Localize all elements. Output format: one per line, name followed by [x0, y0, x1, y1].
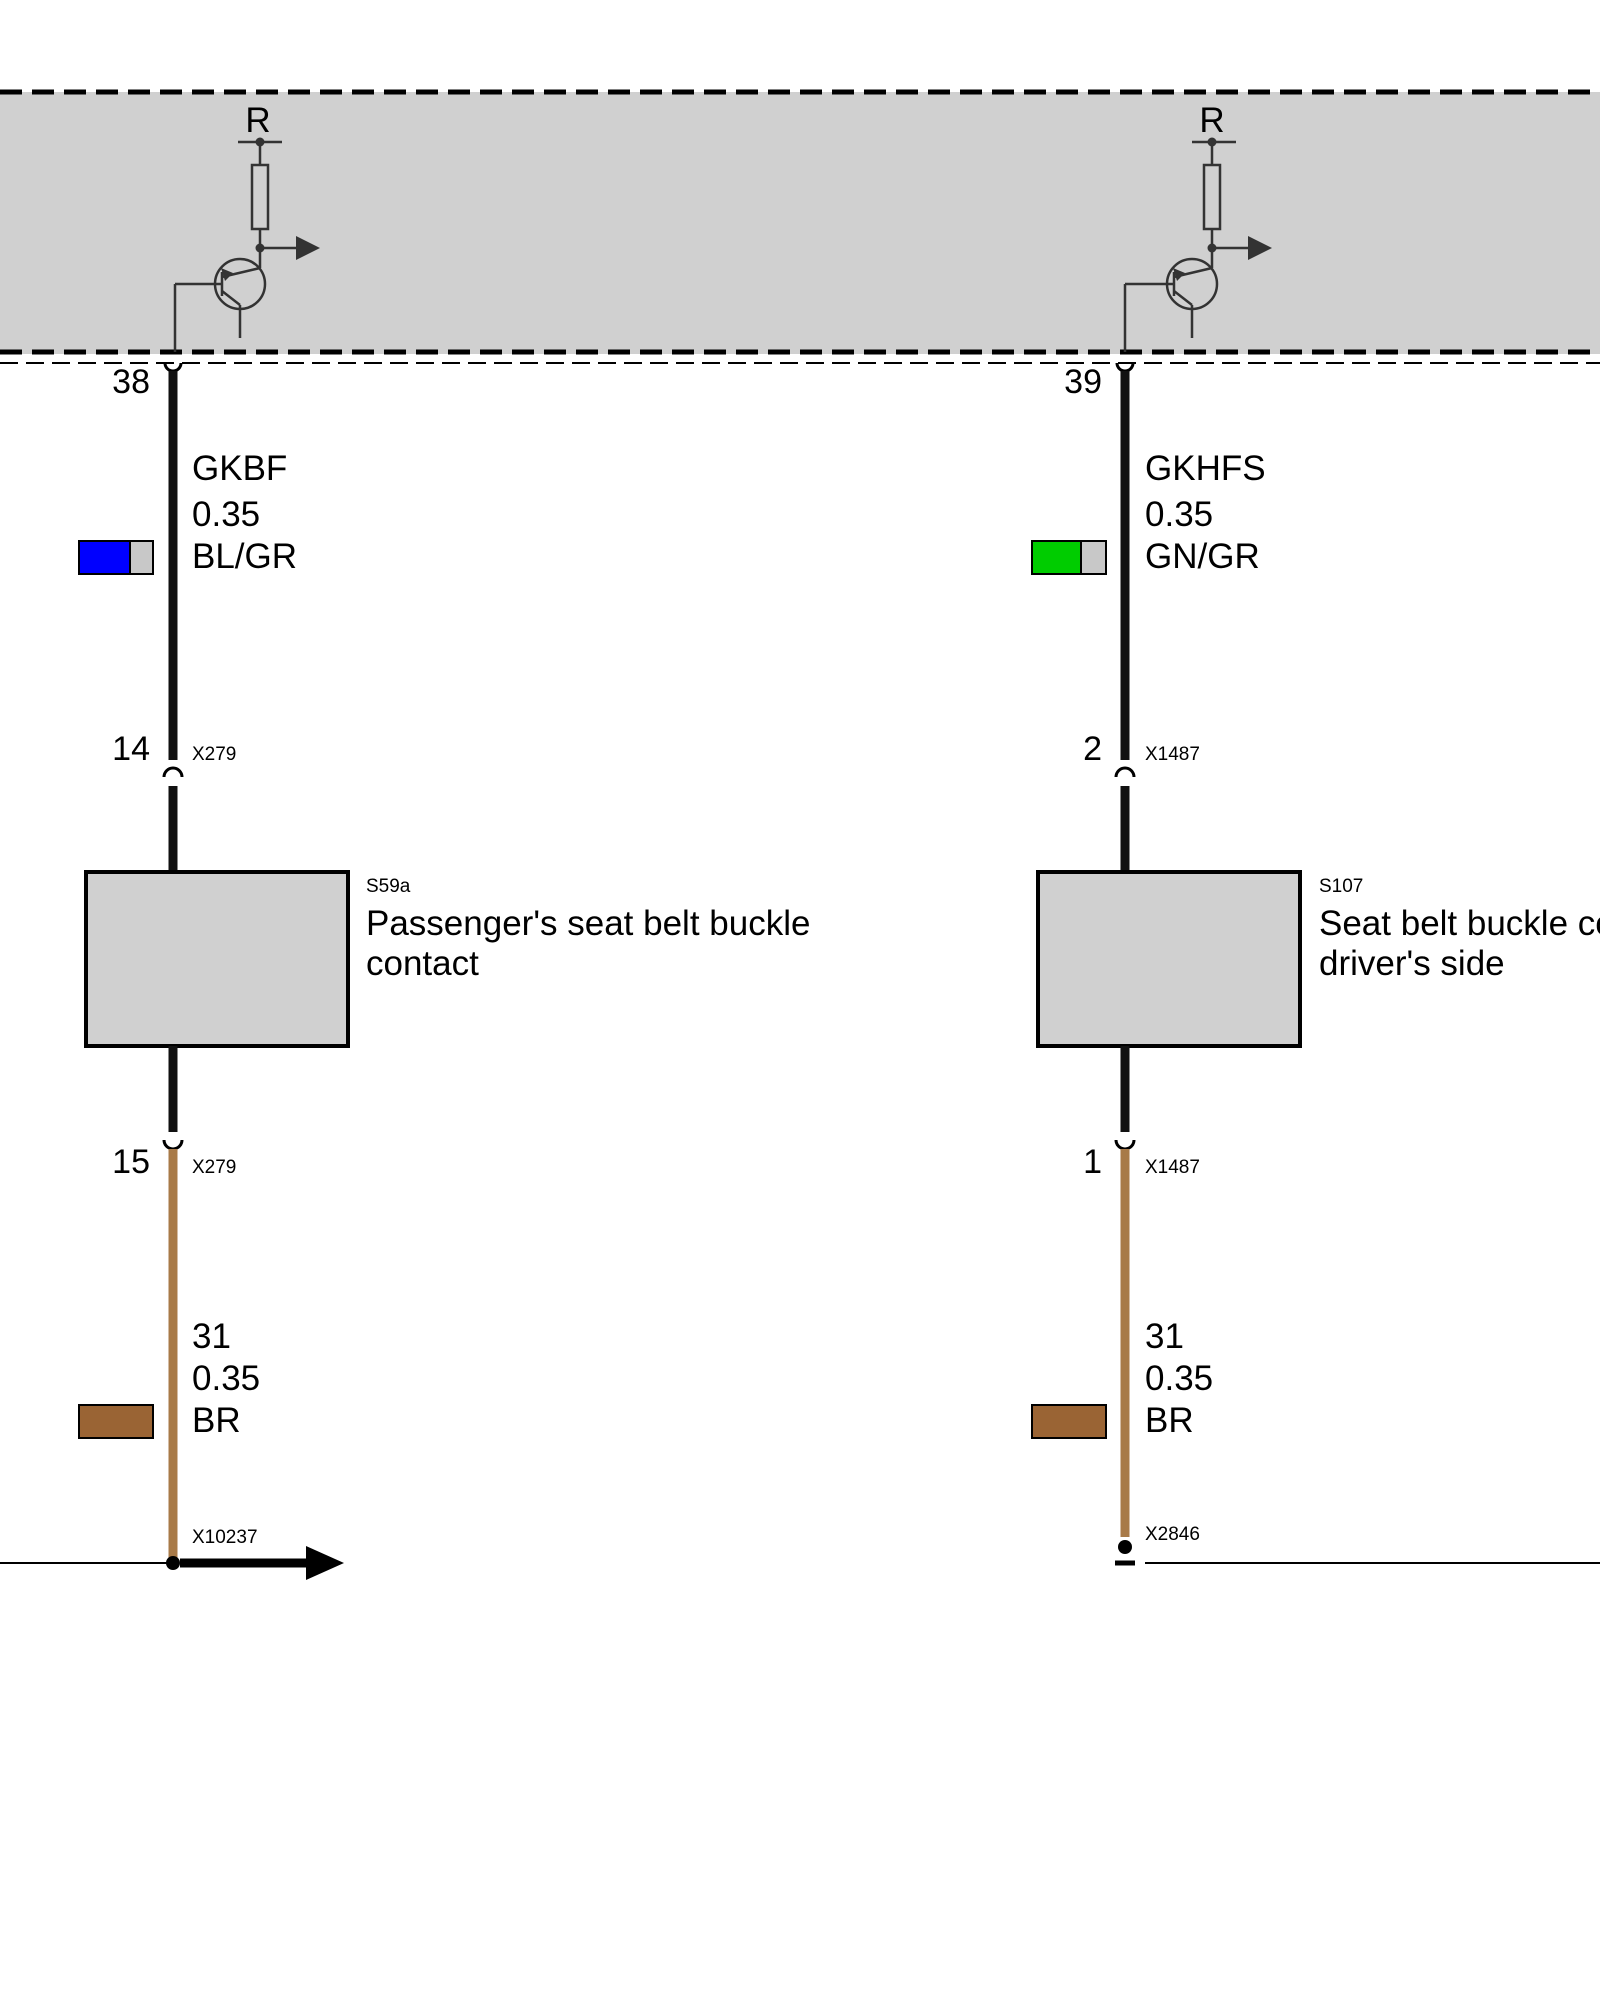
pullup-resistor-icon	[238, 140, 298, 268]
control-unit-pin-38: 38	[112, 363, 150, 401]
wire-name: 31	[1145, 1317, 1184, 1356]
wire-color-code: GN/GR	[1145, 537, 1260, 576]
component-label: Passenger's seat belt buckle	[366, 904, 810, 943]
wire-color-code: BL/GR	[192, 537, 297, 576]
ground-point-name: X2846	[1145, 1524, 1200, 1545]
ground-point-name: X10237	[192, 1527, 258, 1548]
connector-pin: 14	[112, 730, 150, 768]
wire-color-code: BR	[192, 1401, 241, 1440]
wire-color-code: BR	[1145, 1401, 1194, 1440]
ground-node-dot	[1118, 1540, 1132, 1554]
output-node-dot	[255, 243, 265, 253]
component-id: S59a	[366, 876, 411, 897]
connector-pin: 2	[1083, 730, 1102, 768]
connector-name: X279	[192, 1157, 236, 1178]
component-label: contact	[366, 944, 479, 983]
circuit-passenger: GKBF 0.35 BL/GR 14 X279 S59a Passenger's…	[0, 362, 810, 1580]
transistor-emitter-arrow	[1173, 268, 1185, 281]
component-label: Seat belt buckle co	[1319, 904, 1600, 943]
wire-name: 31	[192, 1317, 231, 1356]
component-box[interactable]	[1036, 870, 1302, 1048]
pullup-resistor-icon	[1192, 140, 1250, 268]
component-box[interactable]	[84, 870, 350, 1048]
wire-color-swatch	[78, 1404, 154, 1439]
connector-socket-icon	[162, 1139, 184, 1151]
control-unit-pin-39: 39	[1064, 363, 1102, 401]
wire-size: 0.35	[192, 495, 260, 534]
transistor-emitter-arrow	[221, 268, 233, 281]
pullup-node-dot	[255, 137, 265, 147]
output-arrow-icon	[1248, 236, 1272, 260]
component-id: S107	[1319, 876, 1363, 897]
wire-name: GKHFS	[1145, 449, 1266, 488]
ground-node-dot	[166, 1556, 180, 1570]
wire-size: 0.35	[1145, 1359, 1213, 1398]
connector-socket-icon	[1114, 1139, 1136, 1151]
component-label: driver's side	[1319, 944, 1505, 983]
control-unit-channel-39: R 39	[1064, 101, 1272, 401]
transistor-icon	[1123, 257, 1219, 352]
circuit-driver: GKHFS 0.35 GN/GR 2 X1487 S107 Seat belt …	[1031, 362, 1600, 1566]
connector-pin: 1	[1083, 1143, 1102, 1181]
connector-name: X279	[192, 744, 236, 765]
output-arrow-icon	[296, 236, 320, 260]
output-node-dot	[1207, 243, 1217, 253]
pin-socket-icon	[1115, 362, 1135, 373]
wire-size: 0.35	[192, 1359, 260, 1398]
connector-name: X1487	[1145, 744, 1200, 765]
pin-socket-icon	[163, 362, 183, 373]
connector-socket-icon	[162, 766, 184, 778]
ground-continuation-arrow-icon	[306, 1546, 344, 1580]
wire-color-swatch	[1031, 1404, 1107, 1439]
connector-name: X1487	[1145, 1157, 1200, 1178]
pullup-node-dot	[1207, 137, 1217, 147]
connector-socket-icon	[1114, 766, 1136, 778]
resistor-label: R	[1199, 101, 1224, 140]
resistor-label: R	[245, 101, 270, 140]
control-unit-channel-38: R 38	[112, 101, 320, 401]
wire-size: 0.35	[1145, 495, 1213, 534]
wire-color-swatch	[1031, 540, 1107, 575]
wire-color-swatch	[78, 540, 154, 575]
wire-name: GKBF	[192, 449, 287, 488]
connector-pin: 15	[112, 1143, 150, 1181]
